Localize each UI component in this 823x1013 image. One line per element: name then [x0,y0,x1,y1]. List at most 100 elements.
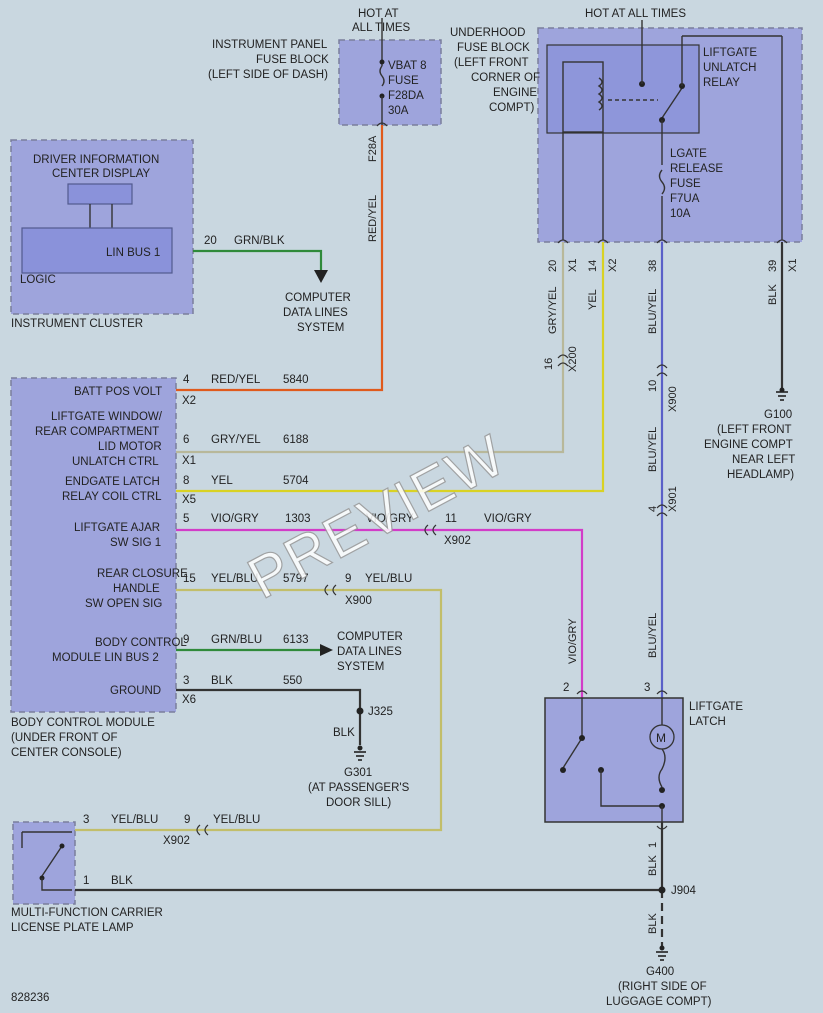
connector-label: X1 [787,259,799,272]
bcm-row-rear-closure: REAR CLOSURE HANDLE SW OPEN SIG 15 YEL/B… [85,568,412,610]
circuit-label: 6188 [283,434,309,446]
circuit-label: 550 [283,675,302,687]
g301-label: (AT PASSENGER'S [308,782,410,794]
red-yel-label: RED/YEL [367,195,379,242]
ground-icon [779,387,785,393]
diagram-id: 828236 [11,992,49,1004]
computer-data-lines-label: COMPUTER [285,292,351,304]
wire-blk-ground [176,688,362,745]
connector-label: X900 [345,595,372,607]
j904-splice [658,886,666,894]
lin-bus-label: LIN BUS 1 [106,247,160,259]
wire-label: GRN/BLK [234,235,285,247]
pin-label: 16 [543,358,555,370]
connector-label: X2 [182,395,196,407]
vbat-fuse-label: VBAT 8 [388,60,427,72]
arrow-icon [320,644,333,656]
computer-data-lines-label: SYSTEM [337,661,384,673]
latch-ground-path [600,770,662,807]
latch-switch [562,737,583,769]
bcm-pin-label: BODY CONTROL [95,637,187,649]
wire-label: GRY/YEL [547,287,559,335]
carrier-label: MULTI-FUNCTION CARRIER [11,907,163,919]
lgate-fuse [658,169,666,195]
vbat-fuse [379,65,385,87]
circuit-label: 6133 [283,634,309,646]
circuit-label: 5840 [283,374,309,386]
pin-label: 3 [644,682,650,694]
liftgate-unlatch-relay-block [546,44,700,134]
bcm-name: (UNDER FRONT OF [11,732,117,744]
pin-label: 20 [547,260,559,272]
wire-label: GRY/YEL [211,434,261,446]
wire-label: BLU/YEL [647,613,659,658]
wire-gry-yel [176,242,565,454]
latch-label: LIFTGATE [689,701,743,713]
relay-label: RELAY [703,77,740,89]
motor-glyph: M [656,731,666,745]
pin-label: 20 [204,235,217,247]
instrument-cluster-box [10,139,194,315]
wire-red-yel [176,125,384,392]
g400-label: LUGGAGE COMPT) [606,996,712,1008]
relay-switch-arm [661,87,683,119]
fuse-label: 10A [670,208,691,220]
j325-label: J325 [368,706,393,718]
fuse-label: FUSE [670,178,701,190]
bcm-row-batt-pos-volt: BATT POS VOLT 4 RED/YEL 5840 X2 [74,374,309,407]
pin-label: 14 [587,260,599,272]
underhood-label: UNDERHOOD [450,27,525,39]
relay-coil-frame [562,61,604,133]
g400-label: (RIGHT SIDE OF [618,981,707,993]
hot-label: HOT AT ALL TIMES [585,8,686,20]
vbat-fuse-label: F28DA [388,90,424,102]
g100-label: G100 [764,409,792,421]
wire-label: YEL [587,289,599,310]
bcm-name: BODY CONTROL MODULE [11,717,155,729]
motor-terminal [659,787,665,793]
logic-label: LOGIC [20,274,56,286]
g100-label: ENGINE COMPT [704,439,793,451]
pin-label: 9 [345,573,351,585]
bcm-pin-label: LIFTGATE AJAR [74,522,160,534]
wire-yel-blu [75,588,443,832]
g100-label: (LEFT FRONT [717,424,792,436]
pin-label: 15 [183,573,196,585]
bcm-pin-label: REAR COMPARTMENT [35,426,159,438]
switch-contact [579,735,585,741]
carrier-label: LICENSE PLATE LAMP [11,922,134,934]
wire-label: YEL/BLU [213,814,260,826]
connector-label: X1 [567,259,579,272]
bcm-pin-label: GROUND [110,685,161,697]
computer-data-lines-label: COMPUTER [337,631,403,643]
wire-label: BLK [647,913,659,934]
wire-label: BLK [767,284,779,305]
bcm-row-endgate-latch: ENDGATE LATCH RELAY COIL CTRL 8 YEL 5704… [62,475,309,506]
hot-label: HOT AT [358,8,398,20]
relay-coil [597,77,603,111]
wire-label: YEL [211,475,233,487]
wire-label: VIO/GRY [211,513,259,525]
wire-label: BLU/YEL [647,427,659,472]
computer-data-lines-label: DATA LINES [337,646,402,658]
connector-label: X2 [607,259,619,272]
connector-label: X5 [182,494,196,506]
carrier-switch [41,845,63,877]
ip-fuse-block-label: (LEFT SIDE OF DASH) [208,69,328,81]
wire-label: BLK [111,875,133,887]
switch-contact [59,843,65,849]
bcm-pin-label: UNLATCH CTRL [72,456,159,468]
ip-fuse-block-label: FUSE BLOCK [256,54,329,66]
circuit-label: 5704 [283,475,309,487]
circuit-label: 1303 [285,513,311,525]
bcm-pin-label: SW SIG 1 [110,537,161,549]
pin-label: 3 [183,675,189,687]
bcm-pin-label: MODULE LIN BUS 2 [52,652,159,664]
g100-label: NEAR LEFT [732,454,795,466]
pin-label: 38 [647,260,659,272]
wire-label: YEL/BLU [111,814,158,826]
wire-label: BLK [333,727,355,739]
bcm-row-ground: GROUND 3 BLK 550 X6 [110,675,302,706]
logic-block [21,227,173,274]
